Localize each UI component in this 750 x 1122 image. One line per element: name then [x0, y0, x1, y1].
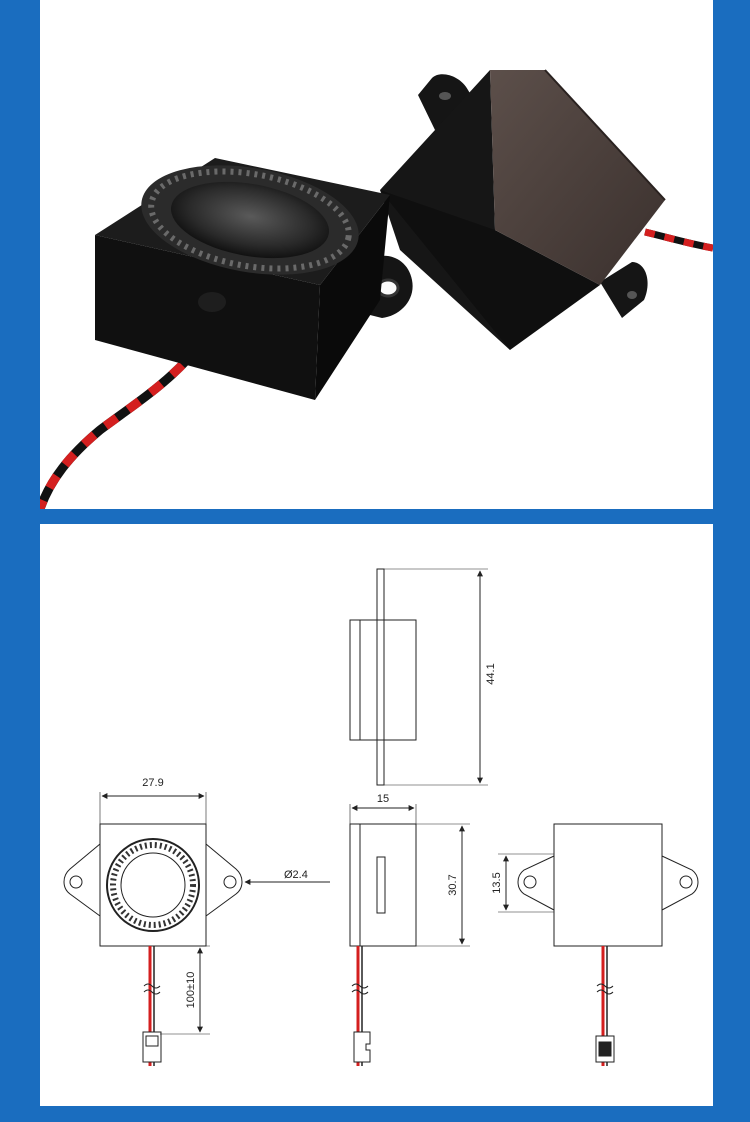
technical-drawing-panel: 44.1: [40, 524, 713, 1106]
length-dimension: 44.1: [485, 663, 497, 684]
front-view: [63, 792, 330, 1066]
hole-dimension: Ø2.4: [284, 869, 308, 881]
side-view: [349, 804, 470, 1066]
width-dimension: 27.9: [142, 777, 163, 789]
front-speaker: [95, 158, 413, 400]
technical-drawing: 44.1: [63, 568, 699, 1066]
depth-dimension: 15: [377, 793, 389, 805]
hole-spacing-dimension: 13.5: [491, 872, 503, 893]
product-photo-panel: [40, 0, 713, 509]
product-photo: [40, 69, 713, 509]
rear-speaker-wire: [644, 228, 713, 252]
height-dimension: 30.7: [447, 874, 459, 895]
cable-length-dimension: 100±10: [185, 972, 197, 1009]
rear-view: [498, 823, 699, 1066]
rear-speaker: [380, 69, 666, 350]
top-view: [349, 568, 488, 786]
